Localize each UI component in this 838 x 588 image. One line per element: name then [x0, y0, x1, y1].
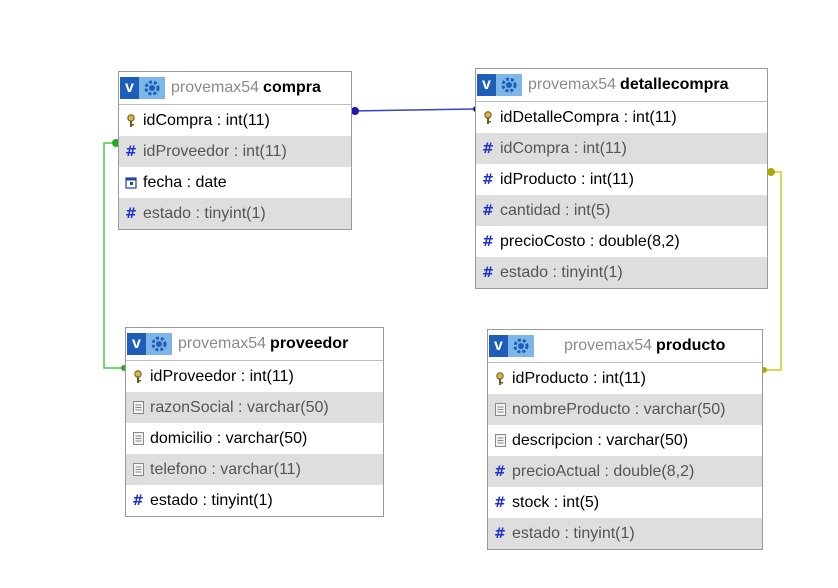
column-definition: idProducto : int(11): [512, 369, 646, 387]
column-row[interactable]: domicilio : varchar(50): [126, 423, 383, 454]
column-definition: precioActual : double(8,2): [512, 462, 695, 480]
link-compra-detallecompra-end: [351, 107, 359, 115]
column-definition: descripcion : varchar(50): [512, 431, 689, 449]
column-definition: fecha : date: [143, 173, 227, 191]
column-row[interactable]: # estado : tinyint(1): [476, 257, 767, 288]
column-list: idProducto : int(11) nombreProducto : var…: [488, 363, 762, 549]
gear-icon[interactable]: [146, 333, 172, 355]
column-row[interactable]: # idCompra : int(11): [476, 133, 767, 164]
database-name: provemax54: [528, 76, 617, 93]
hash-icon: #: [494, 494, 506, 511]
text-icon: [493, 434, 507, 447]
column-definition: razonSocial : varchar(50): [150, 398, 329, 416]
column-row[interactable]: # precioActual : double(8,2): [488, 456, 762, 487]
key-icon: [131, 369, 145, 384]
column-definition: idProveedor : int(11): [150, 367, 294, 385]
column-definition: telefono : varchar(11): [150, 460, 301, 478]
column-row[interactable]: # estado : tinyint(1): [126, 485, 383, 516]
column-definition: estado : tinyint(1): [512, 524, 635, 542]
column-row[interactable]: nombreProducto : varchar(50): [488, 394, 762, 425]
calendar-icon: [124, 176, 138, 189]
link-compra-proveedor[interactable]: [103, 142, 125, 369]
link-compra-detallecompra[interactable]: [351, 108, 476, 112]
table-name: compra: [263, 79, 321, 96]
text-icon: [493, 403, 507, 416]
column-row[interactable]: idProducto : int(11): [488, 363, 762, 394]
gear-icon[interactable]: [139, 77, 165, 99]
key-icon: [493, 371, 507, 386]
database-name: provemax54: [564, 337, 653, 354]
gear-icon[interactable]: [508, 335, 534, 357]
column-row[interactable]: fecha : date: [119, 167, 351, 198]
column-definition: idProducto : int(11): [500, 170, 634, 188]
table-name: proveedor: [270, 335, 349, 352]
v-button[interactable]: v: [477, 74, 496, 96]
column-row[interactable]: idProveedor : int(11): [126, 361, 383, 392]
column-list: idDetalleCompra : int(11) # idCompra : int…: [476, 102, 767, 288]
hash-icon: #: [482, 264, 494, 281]
hash-icon: #: [482, 140, 494, 157]
column-row[interactable]: # stock : int(5): [488, 487, 762, 518]
hash-icon: #: [482, 233, 494, 250]
column-row[interactable]: # precioCosto : double(8,2): [476, 226, 767, 257]
v-button[interactable]: v: [127, 333, 146, 355]
column-definition: estado : tinyint(1): [150, 491, 273, 509]
key-icon: [124, 113, 138, 128]
column-definition: estado : tinyint(1): [500, 263, 623, 281]
column-definition: idCompra : int(11): [500, 139, 627, 157]
column-row[interactable]: # idProveedor : int(11): [119, 136, 351, 167]
database-name: provemax54: [171, 79, 260, 96]
hash-icon: #: [125, 143, 137, 160]
column-row[interactable]: idCompra : int(11): [119, 105, 351, 136]
hash-icon: #: [494, 463, 506, 480]
column-definition: cantidad : int(5): [500, 201, 611, 219]
hash-icon: #: [494, 525, 506, 542]
column-row[interactable]: descripcion : varchar(50): [488, 425, 762, 456]
column-definition: precioCosto : double(8,2): [500, 232, 680, 250]
column-row[interactable]: # idProducto : int(11): [476, 164, 767, 195]
table-name: producto: [656, 337, 726, 354]
table-name: detallecompra: [620, 76, 729, 93]
column-list: idCompra : int(11) # idProveedor : int(11)…: [119, 105, 351, 229]
database-name: provemax54: [178, 335, 267, 352]
column-row[interactable]: # estado : tinyint(1): [119, 198, 351, 229]
column-definition: idDetalleCompra : int(11): [500, 108, 677, 126]
column-row[interactable]: telefono : varchar(11): [126, 454, 383, 485]
column-row[interactable]: # cantidad : int(5): [476, 195, 767, 226]
hash-icon: #: [482, 202, 494, 219]
column-definition: nombreProducto : varchar(50): [512, 400, 726, 418]
column-definition: idCompra : int(11): [143, 111, 270, 129]
hash-icon: #: [132, 492, 144, 509]
text-icon: [131, 463, 145, 476]
text-icon: [131, 432, 145, 445]
text-icon: [131, 401, 145, 414]
gear-icon[interactable]: [496, 74, 522, 96]
column-list: idProveedor : int(11) razonSocial : varch…: [126, 361, 383, 516]
hash-icon: #: [125, 205, 137, 222]
column-row[interactable]: idDetalleCompra : int(11): [476, 102, 767, 133]
column-row[interactable]: # estado : tinyint(1): [488, 518, 762, 549]
hash-icon: #: [482, 171, 494, 188]
v-button[interactable]: v: [489, 335, 508, 357]
column-row[interactable]: razonSocial : varchar(50): [126, 392, 383, 423]
column-definition: estado : tinyint(1): [143, 204, 266, 222]
link-detallecompra-producto-end: [767, 168, 775, 176]
key-icon: [481, 110, 495, 125]
column-definition: idProveedor : int(11): [143, 142, 287, 160]
v-button[interactable]: v: [120, 77, 139, 99]
column-definition: domicilio : varchar(50): [150, 429, 308, 447]
column-definition: stock : int(5): [512, 493, 600, 511]
